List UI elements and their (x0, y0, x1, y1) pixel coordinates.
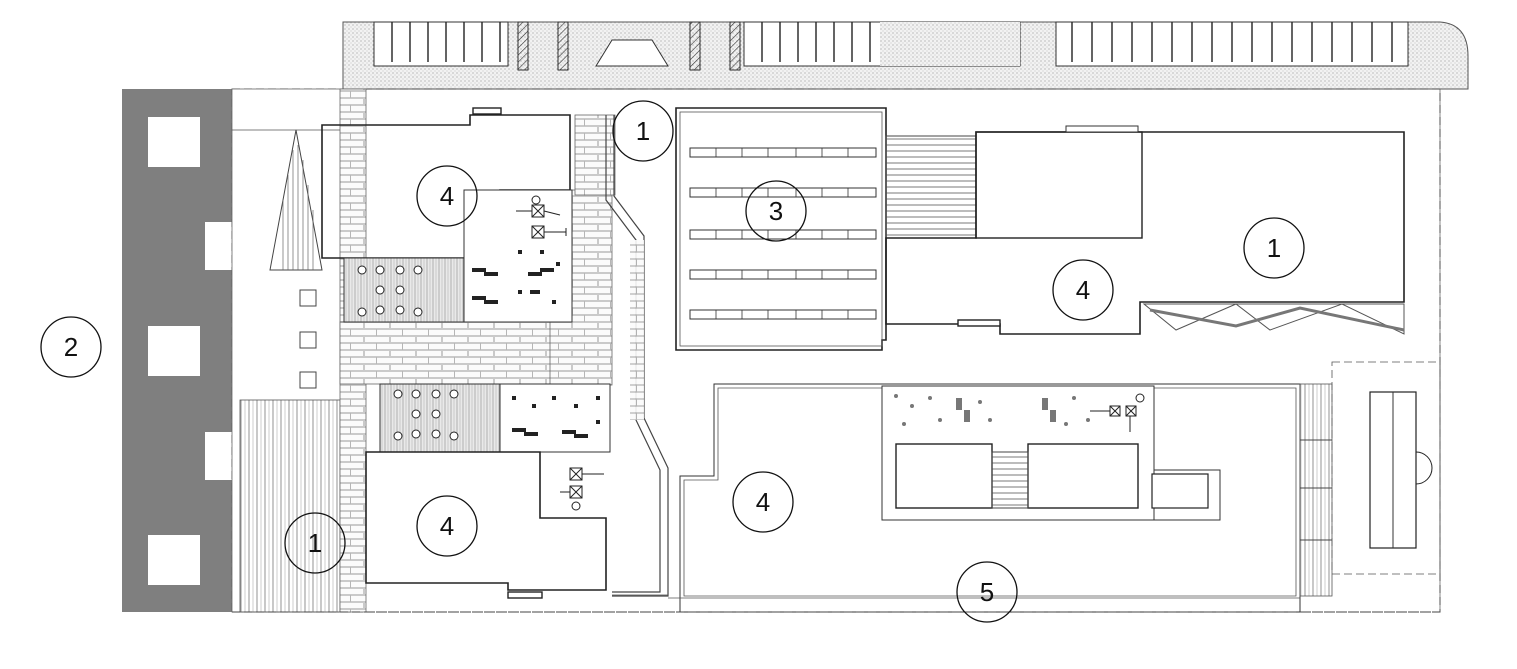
markers-layer: 1 3 4 1 4 2 4 4 1 5 (40, 100, 1305, 623)
marker-m-1-top: 1 (612, 100, 674, 162)
desk-rows (689, 147, 877, 320)
marker-m-4-top-left: 4 (416, 165, 478, 227)
marker-m-4-bottom-left: 4 (416, 495, 478, 557)
marker-m-2: 2 (40, 316, 102, 378)
tables-bottom (393, 389, 459, 441)
courtyard-planting (894, 394, 1090, 426)
desk-dividers (715, 148, 849, 319)
marker-label: 1 (308, 528, 322, 558)
playground-bottom-seats (512, 396, 600, 438)
marker-label: 1 (636, 116, 650, 146)
playground-top-equipment (516, 195, 567, 239)
marker-label: 4 (440, 181, 454, 211)
marker-label: 5 (980, 577, 994, 607)
marker-label: 4 (440, 511, 454, 541)
building-right (885, 131, 1405, 335)
marker-circle (416, 165, 478, 227)
east-pavilion-boundary (1331, 361, 1441, 575)
marker-m-1-bottom: 1 (284, 512, 346, 574)
hall-left (895, 443, 993, 509)
marker-circle (612, 100, 674, 162)
playground-top-seats (472, 250, 560, 304)
neighbouring-building-openings (122, 117, 232, 585)
marker-circle (732, 471, 794, 533)
marker-circle (1052, 259, 1114, 321)
marker-label: 4 (756, 487, 770, 517)
marker-circle (956, 561, 1018, 623)
zigzag-canopy (1142, 303, 1405, 335)
marker-label: 3 (769, 196, 783, 226)
stair-connector (885, 135, 977, 239)
marker-m-3: 3 (745, 180, 807, 242)
marker-circle (416, 495, 478, 557)
courtyard-playground (1090, 393, 1145, 432)
triangle-feature (269, 129, 323, 271)
building-bottom-left (365, 451, 607, 591)
parking-bays-center (689, 21, 1021, 71)
tables-top (357, 265, 423, 317)
marker-circle (745, 180, 807, 242)
parking-bays-left (373, 21, 569, 71)
marker-m-1-right: 1 (1243, 217, 1305, 279)
marker-circle (284, 512, 346, 574)
playground-bottom (499, 383, 611, 453)
playground-bottom-equipment (560, 467, 604, 511)
marker-label: 2 (64, 332, 78, 362)
entrance-canopy (595, 39, 669, 67)
marker-label: 1 (1267, 233, 1281, 263)
marker-circle (40, 316, 102, 378)
marker-m-5: 5 (956, 561, 1018, 623)
hall-stairs (991, 451, 1029, 509)
marker-circle (1243, 217, 1305, 279)
hall-right (1027, 443, 1139, 509)
planter-boxes (299, 289, 317, 389)
marker-m-4-center-right: 4 (1052, 259, 1114, 321)
west-boardwalk (239, 399, 341, 613)
marker-m-4-bottom-center: 4 (732, 471, 794, 533)
parking-bays-right (1055, 21, 1409, 67)
marker-label: 4 (1076, 275, 1090, 305)
east-bench-strip (1299, 383, 1333, 597)
